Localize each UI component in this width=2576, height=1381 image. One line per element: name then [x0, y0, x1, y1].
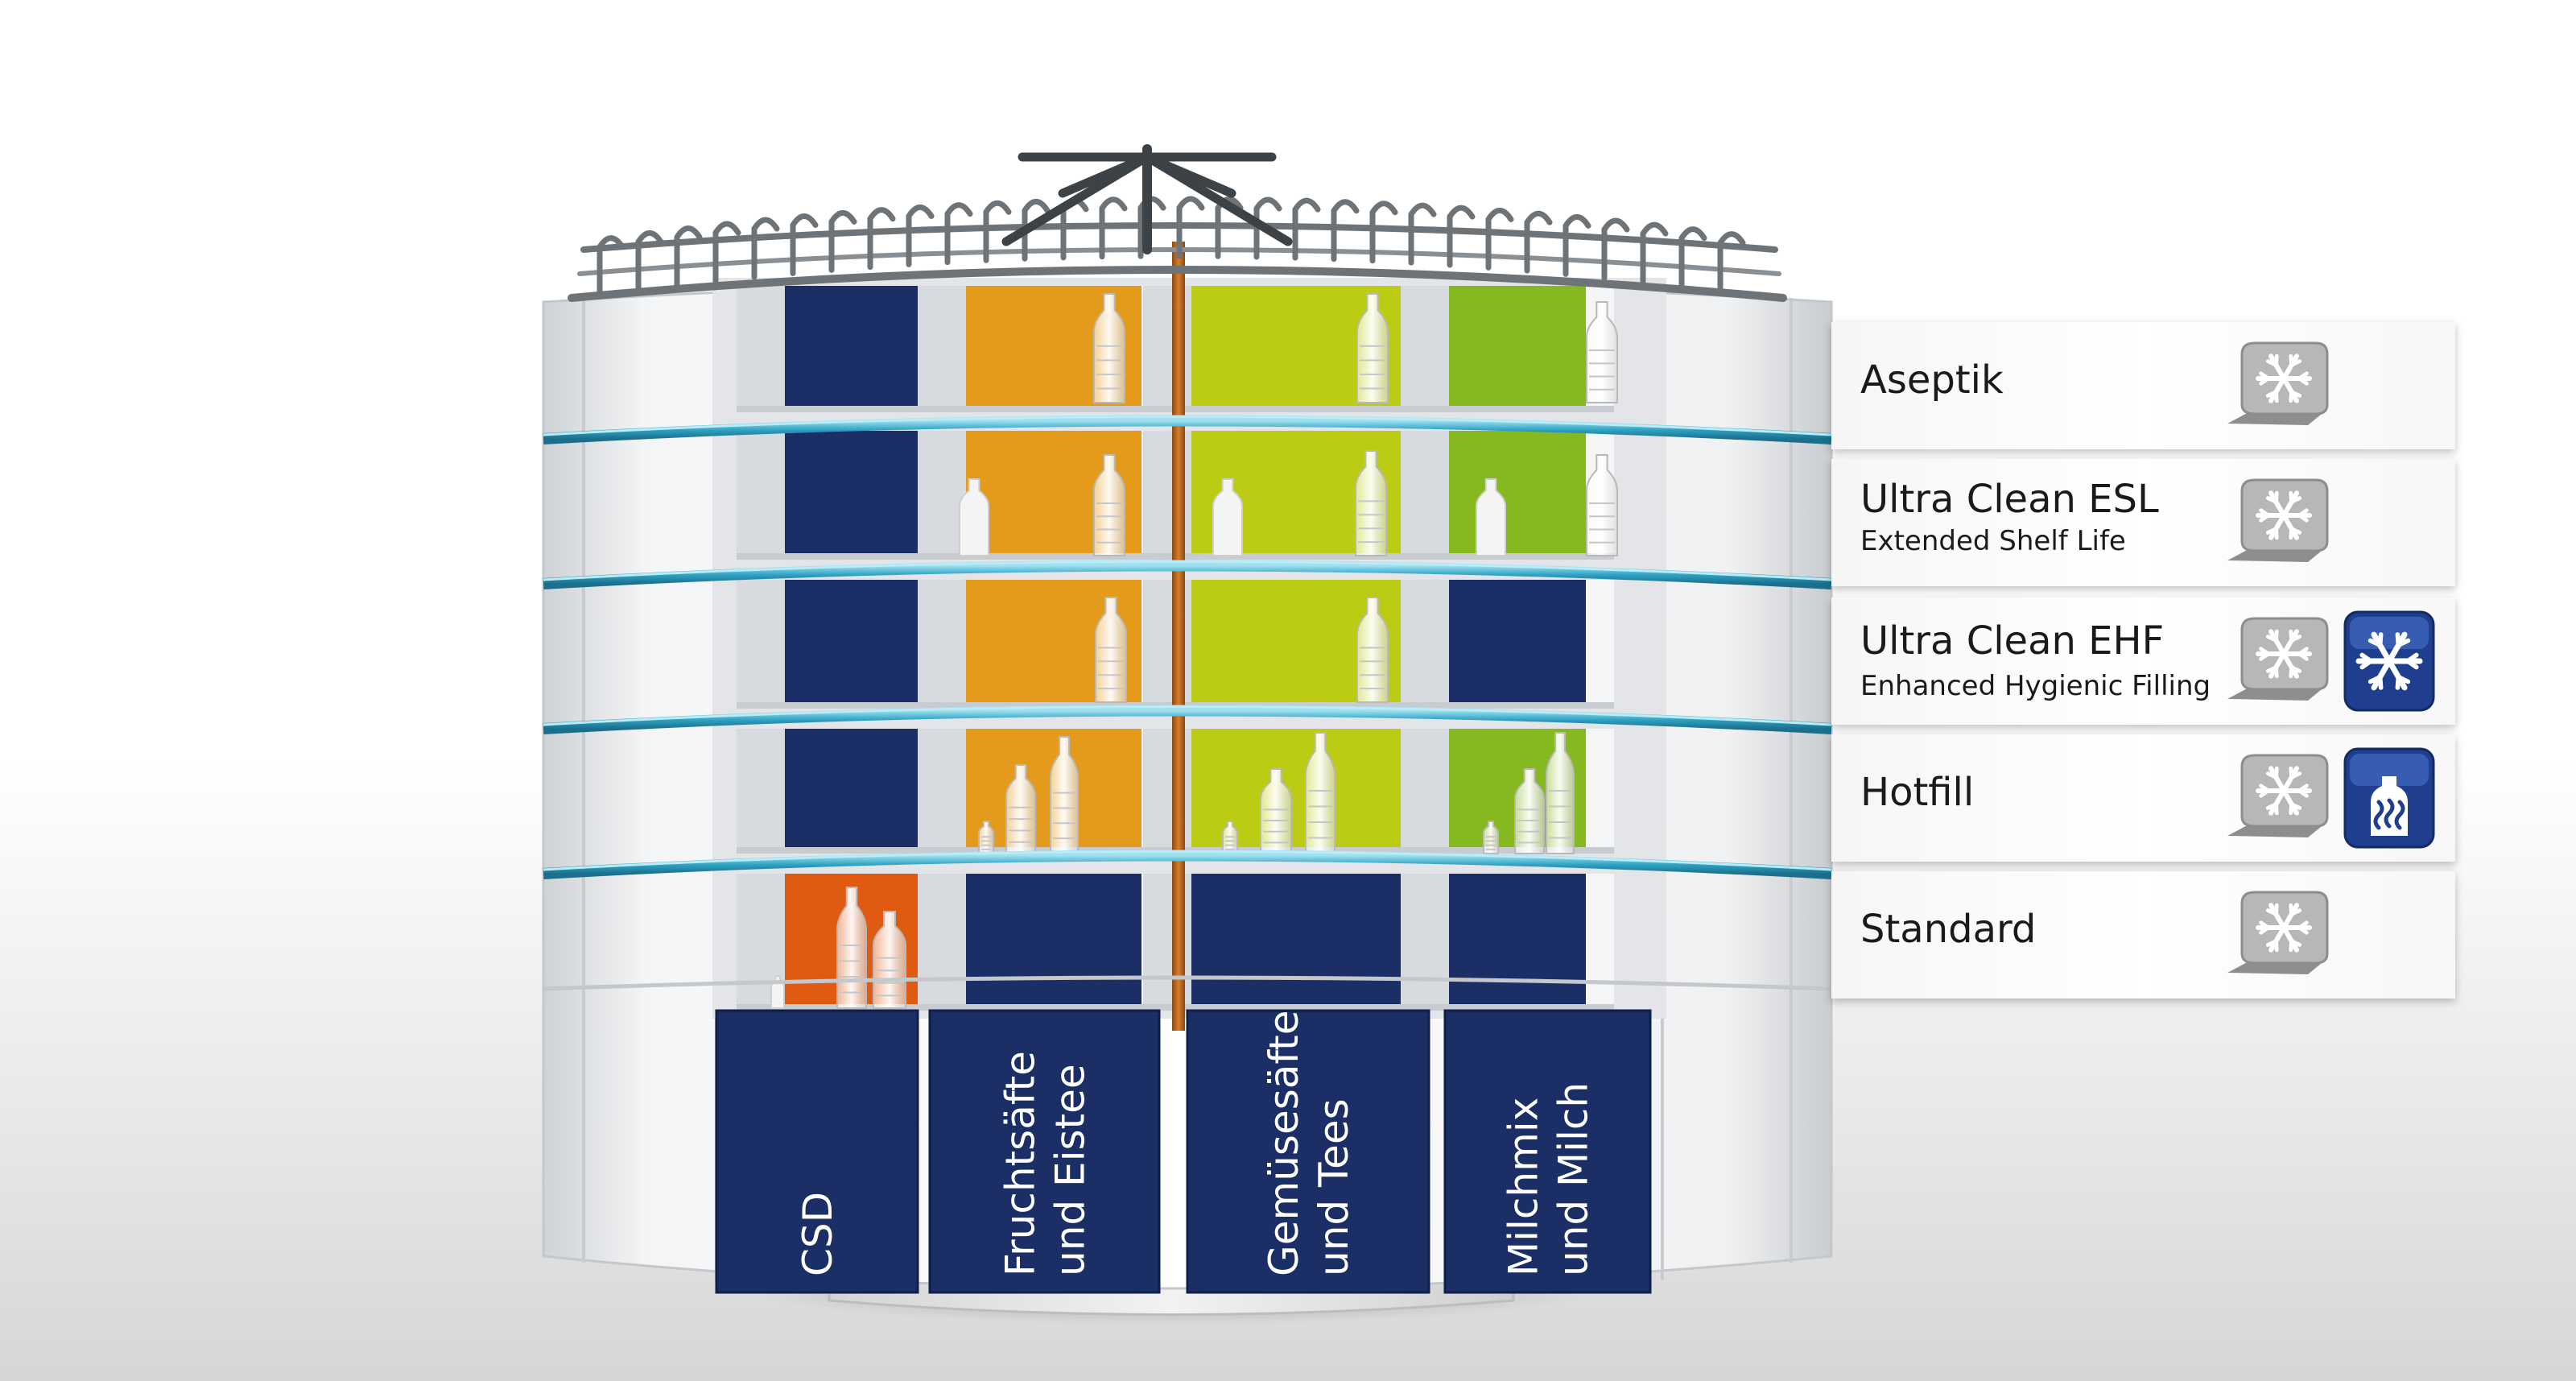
category-label: und Tees	[1311, 1098, 1357, 1276]
milk-bottle	[1212, 478, 1243, 556]
compartment-cell	[918, 874, 1170, 1011]
legend-title: Ultra Clean EHF	[1860, 618, 2165, 664]
compartment-cell	[918, 286, 1170, 412]
pet-bottle	[873, 911, 906, 1009]
legend-row-ultra-clean-ehf: Ultra Clean EHF Enhanced Hygienic Fillin…	[1831, 597, 2455, 725]
compartment-cell	[1143, 286, 1439, 412]
milk-bottle	[1476, 478, 1506, 556]
cyan-ring	[543, 705, 1832, 734]
pet-bottle	[836, 887, 867, 1009]
legend-subtitle: Enhanced Hygienic Filling	[1860, 670, 2211, 702]
pet-bottle	[1355, 450, 1387, 556]
legend-title: Aseptik	[1860, 358, 2004, 403]
category-label: Gemüsesäfte	[1261, 1011, 1307, 1277]
compartment-cell	[918, 431, 1170, 560]
cyan-ring	[543, 415, 1832, 444]
snowflake-gray-icon	[2227, 754, 2329, 837]
compartment-cell	[1401, 729, 1614, 854]
snowflake-gray-icon	[2227, 341, 2329, 425]
snowflake-blue-icon	[2343, 610, 2435, 712]
legend-row-aseptik: Aseptik	[1831, 322, 2455, 449]
top-rail	[568, 144, 1787, 302]
compartment-cell	[1401, 431, 1614, 560]
compartment-cell	[1143, 431, 1439, 560]
legend-title: Hotfill	[1860, 770, 1975, 815]
legend-row-ultra-clean-esl: Ultra Clean ESL Extended Shelf Life	[1831, 459, 2455, 586]
milk-bottle	[959, 478, 989, 556]
compartment-cell	[1401, 874, 1614, 1011]
category-column: CSD	[715, 1009, 919, 1294]
legend-subtitle: Extended Shelf Life	[1860, 525, 2126, 557]
cyan-ring	[543, 850, 1832, 879]
category-label: und Milch	[1550, 1082, 1597, 1276]
pet-bottle	[1586, 301, 1618, 403]
snowflake-gray-icon	[2227, 891, 2329, 974]
pet-bottle	[1093, 293, 1125, 403]
pet-bottle	[1356, 597, 1389, 703]
pet-bottle	[1514, 768, 1545, 854]
compartment-cell	[1143, 580, 1439, 709]
pet-bottle	[1356, 293, 1389, 403]
category-label: und Eistee	[1047, 1064, 1094, 1276]
category-label: Milchmix	[1501, 1098, 1547, 1276]
snowflake-gray-icon	[2227, 617, 2329, 701]
central-pipe	[1172, 242, 1185, 1031]
pet-bottle	[1093, 454, 1125, 556]
compartment-cell	[918, 729, 1170, 854]
legend-row-hotfill: Hotfill	[1831, 734, 2455, 862]
hot-bottle-blue-icon	[2343, 747, 2435, 849]
pet-bottle	[1260, 768, 1292, 854]
pet-bottle	[1586, 454, 1618, 556]
pet-bottle	[1546, 732, 1575, 854]
ring-group	[543, 415, 1832, 879]
pet-bottle	[1483, 821, 1499, 854]
category-label: Fruchtsäfte	[997, 1051, 1044, 1276]
compartment-cell	[918, 580, 1170, 709]
legend-title: Standard	[1860, 907, 2037, 952]
compartment-cell	[1401, 286, 1614, 412]
compartment-cell	[1143, 874, 1439, 1011]
compartment-cell	[1401, 580, 1614, 709]
legend-row-standard: Standard	[1831, 871, 2455, 999]
pet-bottle	[1095, 597, 1127, 703]
legend-title: Ultra Clean ESL	[1860, 477, 2159, 522]
bottle-group	[770, 293, 1618, 1009]
compartment-grid	[712, 278, 1666, 1019]
snowflake-gray-icon	[2227, 478, 2329, 562]
category-label: CSD	[795, 1192, 841, 1276]
cyan-ring	[543, 560, 1832, 589]
